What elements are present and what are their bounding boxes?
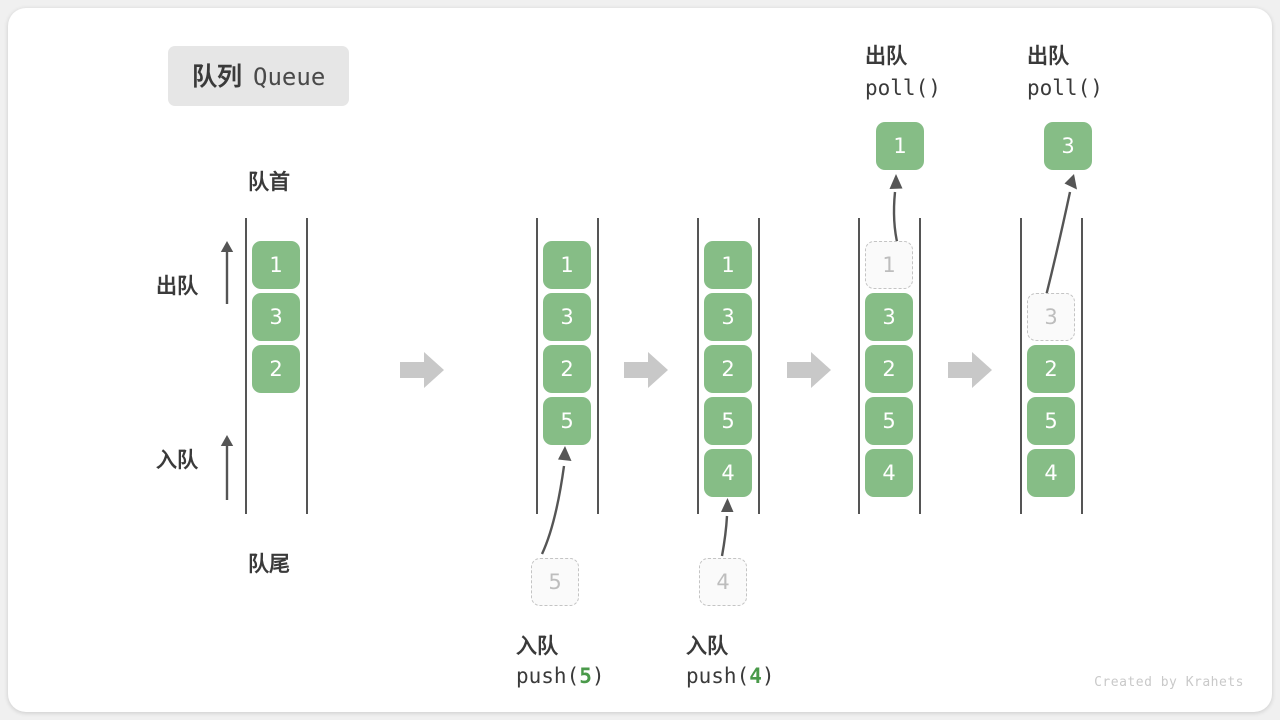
push-fn-arg: 4 <box>749 664 762 688</box>
rail-right-col2 <box>597 218 599 514</box>
enqueue-direction-arrow-icon <box>220 435 234 500</box>
head-label: 队首 <box>248 170 290 194</box>
rail-left-col5 <box>1020 218 1022 514</box>
queue-cell: 5 <box>704 397 752 445</box>
push-fn-close: ) <box>591 664 605 688</box>
dequeue-direction-label: 出队 <box>156 274 198 298</box>
enqueue-direction-label: 入队 <box>156 448 198 472</box>
step-arrow-icon <box>787 352 831 388</box>
incoming-ghost-cell: 4 <box>699 558 747 606</box>
queue-cell-ghost: 3 <box>1027 293 1075 341</box>
push-fn-arg: 5 <box>579 664 592 688</box>
queue-cell: 4 <box>865 449 913 497</box>
queue-cell: 3 <box>252 293 300 341</box>
step-arrow-icon <box>948 352 992 388</box>
rail-right-col5 <box>1081 218 1083 514</box>
push-caption-fn-col2: push(5) <box>516 664 605 688</box>
push-caption-fn-col3: push(4) <box>686 664 775 688</box>
push-fn-name: push( <box>686 664 750 688</box>
tail-label: 队尾 <box>248 552 290 576</box>
poll-caption-fn-col5: poll() <box>1027 76 1103 100</box>
step-arrow-icon <box>400 352 444 388</box>
rail-left-col1 <box>245 218 247 514</box>
dequeue-direction-arrow-icon <box>220 241 234 304</box>
queue-cell: 5 <box>865 397 913 445</box>
outgoing-cell: 1 <box>876 122 924 170</box>
poll-caption-cn-col4: 出队 <box>865 44 907 68</box>
queue-cell: 2 <box>543 345 591 393</box>
queue-cell: 2 <box>704 345 752 393</box>
queue-cell: 2 <box>252 345 300 393</box>
rail-right-col4 <box>919 218 921 514</box>
push-fn-name: push( <box>516 664 580 688</box>
queue-cell: 3 <box>704 293 752 341</box>
push-arrow-icon-col2 <box>540 446 572 555</box>
rail-left-col2 <box>536 218 538 514</box>
queue-cell: 3 <box>543 293 591 341</box>
queue-cell: 2 <box>865 345 913 393</box>
poll-arrow-icon-col4 <box>889 174 903 247</box>
title-cn: 队列 <box>192 62 243 91</box>
diagram-card: 队列 Queue 队首 队尾 出队 入队 1 3 2 1 3 2 5 5 入队 … <box>8 8 1272 712</box>
queue-cell: 4 <box>1027 449 1075 497</box>
rail-left-col4 <box>858 218 860 514</box>
queue-cell: 1 <box>252 241 300 289</box>
queue-cell: 5 <box>1027 397 1075 445</box>
queue-cell: 1 <box>543 241 591 289</box>
rail-left-col3 <box>697 218 699 514</box>
push-arrow-icon-col3 <box>720 498 734 557</box>
push-fn-close: ) <box>761 664 775 688</box>
outgoing-cell: 3 <box>1044 122 1092 170</box>
queue-cell: 3 <box>865 293 913 341</box>
poll-caption-cn-col5: 出队 <box>1027 44 1069 68</box>
poll-arrow-icon-col5 <box>1044 174 1077 297</box>
rail-right-col3 <box>758 218 760 514</box>
poll-caption-fn-col4: poll() <box>865 76 941 100</box>
queue-cell: 4 <box>704 449 752 497</box>
queue-cell: 2 <box>1027 345 1075 393</box>
rail-right-col1 <box>306 218 308 514</box>
incoming-ghost-cell: 5 <box>531 558 579 606</box>
queue-cell-ghost: 1 <box>865 241 913 289</box>
queue-cell: 5 <box>543 397 591 445</box>
queue-cell: 1 <box>704 241 752 289</box>
step-arrow-icon <box>624 352 668 388</box>
title-badge: 队列 Queue <box>168 46 350 106</box>
push-caption-cn-col3: 入队 <box>686 634 728 658</box>
credit-text: Created by Krahets <box>1094 675 1244 690</box>
push-caption-cn-col2: 入队 <box>516 634 558 658</box>
title-en: Queue <box>253 63 326 91</box>
